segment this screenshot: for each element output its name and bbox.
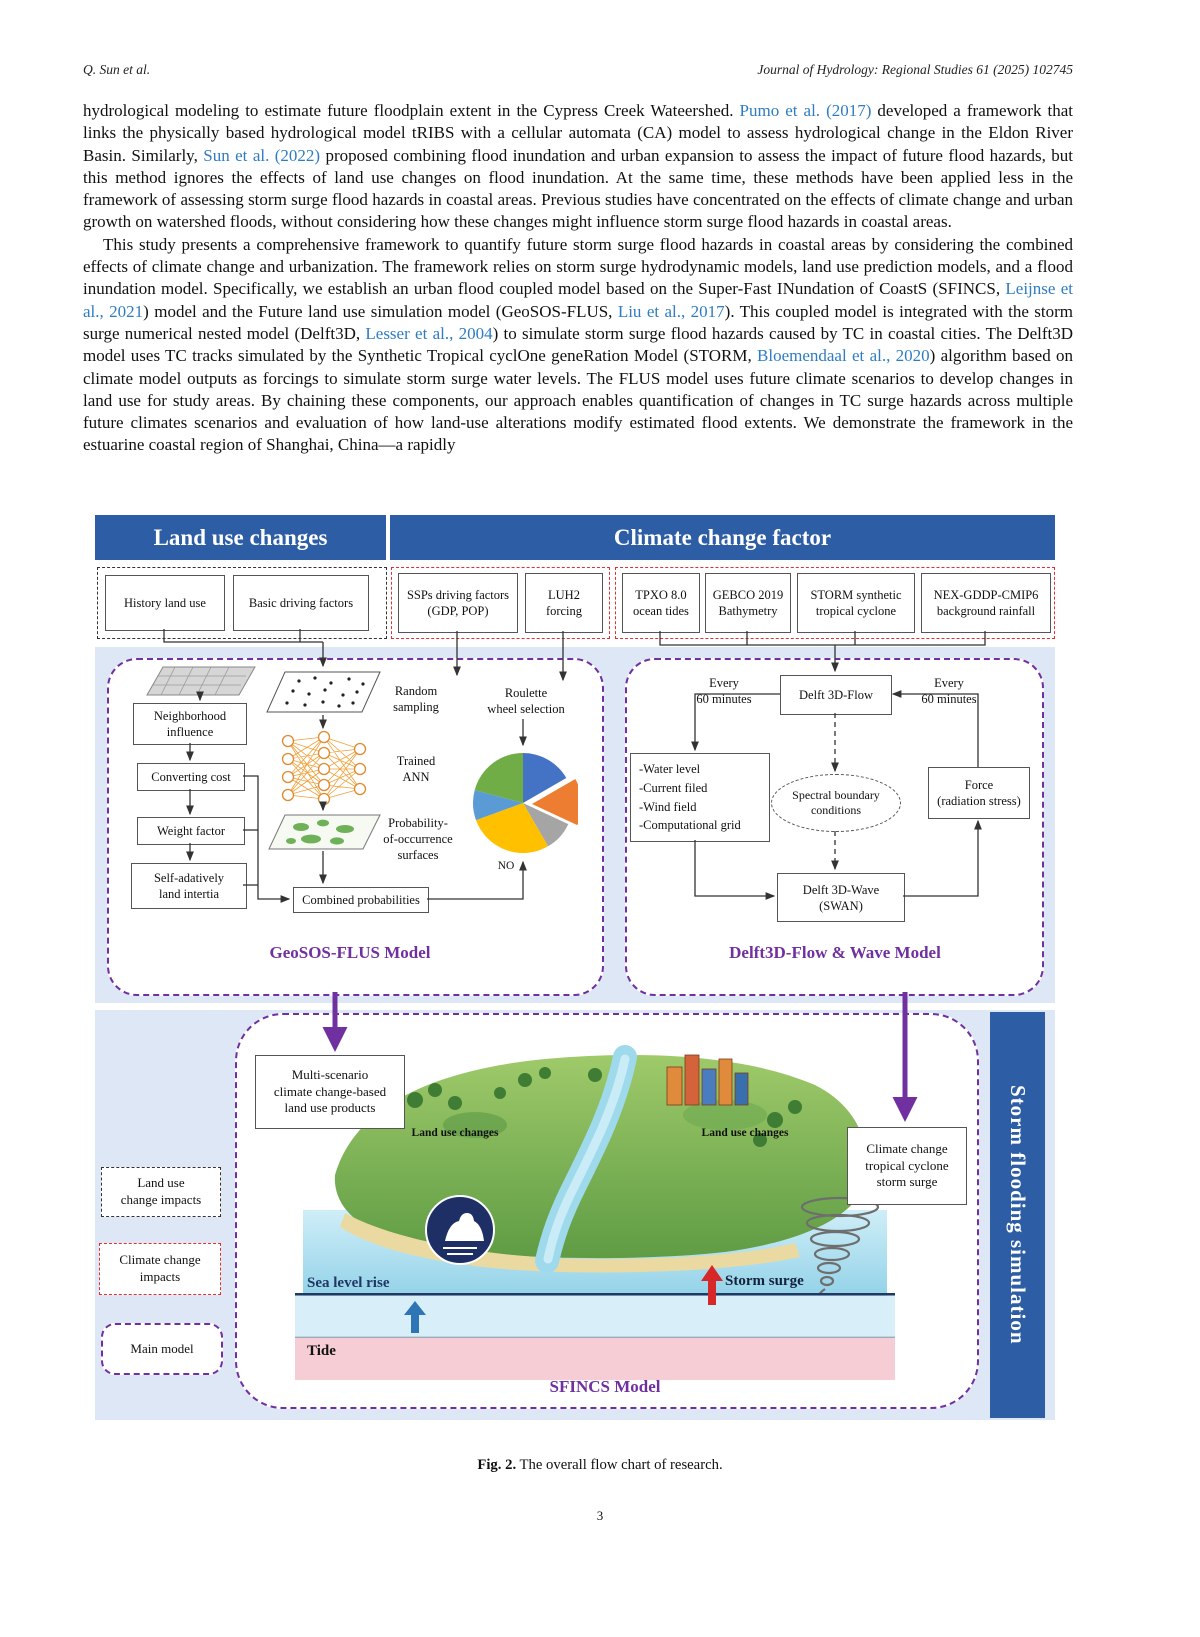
node-force-radiation-stress: Force (radiation stress) <box>928 767 1030 819</box>
title-sfincs: SFINCS Model <box>549 1377 661 1396</box>
citation-link[interactable]: Sun et al. (2022) <box>203 145 321 165</box>
label-probability-surfaces: Probability- of-occurrence surfaces <box>383 816 453 862</box>
label-random-sampling: Random sampling <box>393 684 439 714</box>
ann-network-diagram <box>281 731 367 805</box>
citation-link[interactable]: Liu et al., 2017 <box>617 301 725 321</box>
roulette-pie-chart <box>472 753 578 854</box>
label-roulette-selection: Roulette wheel selection <box>487 686 565 716</box>
paragraph-text: developed a framework that links the phy… <box>83 101 1073 165</box>
figure-caption-label: Fig. 2. <box>477 1457 517 1473</box>
input-tpxo-ocean-tides: TPXO 8.0 ocean tides <box>622 573 700 633</box>
legend-land-use-impacts: Land use change impacts <box>101 1167 221 1217</box>
header-land-use-changes: Land use changes <box>95 515 386 560</box>
label-land-use-changes-2: Land use changes <box>701 1127 789 1139</box>
running-head-journal: Journal of Hydrology: Regional Studies 6… <box>757 62 1073 77</box>
input-basic-driving-factors: Basic driving factors <box>233 575 369 631</box>
label-land-use-changes-1: Land use changes <box>411 1127 499 1139</box>
node-combined-probabilities: Combined probabilities <box>293 887 429 913</box>
node-converting-cost: Converting cost <box>137 763 245 791</box>
paragraph-text: hydrological modeling to estimate future… <box>83 101 740 120</box>
node-self-adaptive-inertia: Self-adatively land intertia <box>131 863 247 909</box>
title-geosos-flus: GeoSOS-FLUS Model <box>269 943 431 962</box>
paragraph-text: This study presents a comprehensive fram… <box>83 234 1073 299</box>
paragraph-text: proposed combining flood inundation and … <box>83 145 1073 232</box>
input-storm-tropical-cyclone: STORM synthetic tropical cyclone <box>797 573 915 633</box>
running-head: Q. Sun et al. Journal of Hydrology: Regi… <box>83 62 1073 78</box>
neighborhood-grid-diagram <box>146 666 256 696</box>
sampling-scatter-diagram <box>266 671 381 713</box>
figure-caption-text: The overall flow chart of research. <box>516 1457 723 1473</box>
paragraph-1: hydrological modeling to estimate future… <box>83 100 1073 234</box>
node-multi-scenario-land-use: Multi-scenario climate change-based land… <box>255 1055 405 1129</box>
paragraph-text: ) algorithm based on climate model outpu… <box>83 346 1073 455</box>
label-no: NO <box>497 860 515 872</box>
input-group-climate-scenarios <box>391 567 610 639</box>
citation-link[interactable]: Leijnse et al., 2021 <box>83 279 1073 321</box>
label-storm-surge: Storm surge <box>725 1273 804 1289</box>
node-spectral-boundary-conditions: Spectral boundary conditions <box>771 774 901 832</box>
body-text: hydrological modeling to estimate future… <box>83 100 1073 457</box>
input-history-land-use: History land use <box>105 575 225 631</box>
paragraph-text: ) to simulate storm surge flood hazards … <box>83 323 1073 366</box>
paragraph-text: ). This coupled model is integrated with… <box>83 301 1073 343</box>
label-sea-level-rise: Sea level rise <box>307 1275 390 1291</box>
node-weight-factor: Weight factor <box>137 817 245 845</box>
input-luh2-forcing: LUH2 forcing <box>525 573 603 633</box>
legend-main-model: Main model <box>101 1323 223 1375</box>
node-climate-change-storm-surge: Climate change tropical cyclone storm su… <box>847 1127 967 1205</box>
running-head-authors: Q. Sun et al. <box>83 62 151 77</box>
header-climate-change-factor: Climate change factor <box>390 515 1055 560</box>
node-delft-3d-wave: Delft 3D-Wave (SWAN) <box>777 873 905 922</box>
page-number: 3 <box>596 1508 604 1523</box>
label-every-60-left: Every 60 minutes <box>691 675 757 707</box>
figure-caption: Fig. 2. The overall flow chart of resear… <box>0 1457 1200 1474</box>
input-gebco-bathymetry: GEBCO 2019 Bathymetry <box>705 573 791 633</box>
citation-link[interactable]: Pumo et al. (2017) <box>739 101 872 120</box>
label-trained-ann: Trained ANN <box>396 754 436 784</box>
title-delft3d: Delft3D-Flow & Wave Model <box>729 943 941 962</box>
label-tide: Tide <box>307 1343 336 1359</box>
legend-climate-impacts: Climate change impacts <box>99 1243 221 1295</box>
coastal-illustration <box>295 1045 895 1380</box>
citation-link[interactable]: Bloemendaal et al., 2020 <box>757 346 930 366</box>
label-every-60-right: Every 60 minutes <box>916 675 982 707</box>
paragraph-2: This study presents a comprehensive fram… <box>83 234 1073 457</box>
sidebar-storm-flooding-simulation: Storm flooding simulation <box>990 1012 1045 1418</box>
citation-link[interactable]: Lesser et al., 2004 <box>365 323 493 343</box>
paragraph-text: ) model and the Future land use simulati… <box>143 301 618 321</box>
node-delft-3d-flow: Delft 3D-Flow <box>780 675 892 715</box>
input-ssps-driving-factors: SSPs driving factors (GDP, POP) <box>398 573 518 633</box>
input-nex-gddp-rainfall: NEX-GDDP-CMIP6 background rainfall <box>921 573 1051 633</box>
probability-surface-diagram <box>268 814 381 850</box>
figure-2-flowchart: Land use changes Climate change factor H… <box>95 515 1055 1420</box>
node-flow-outputs: -Water level -Current filed -Wind field … <box>630 753 770 842</box>
node-neighborhood-influence: Neighborhood influence <box>133 703 247 745</box>
